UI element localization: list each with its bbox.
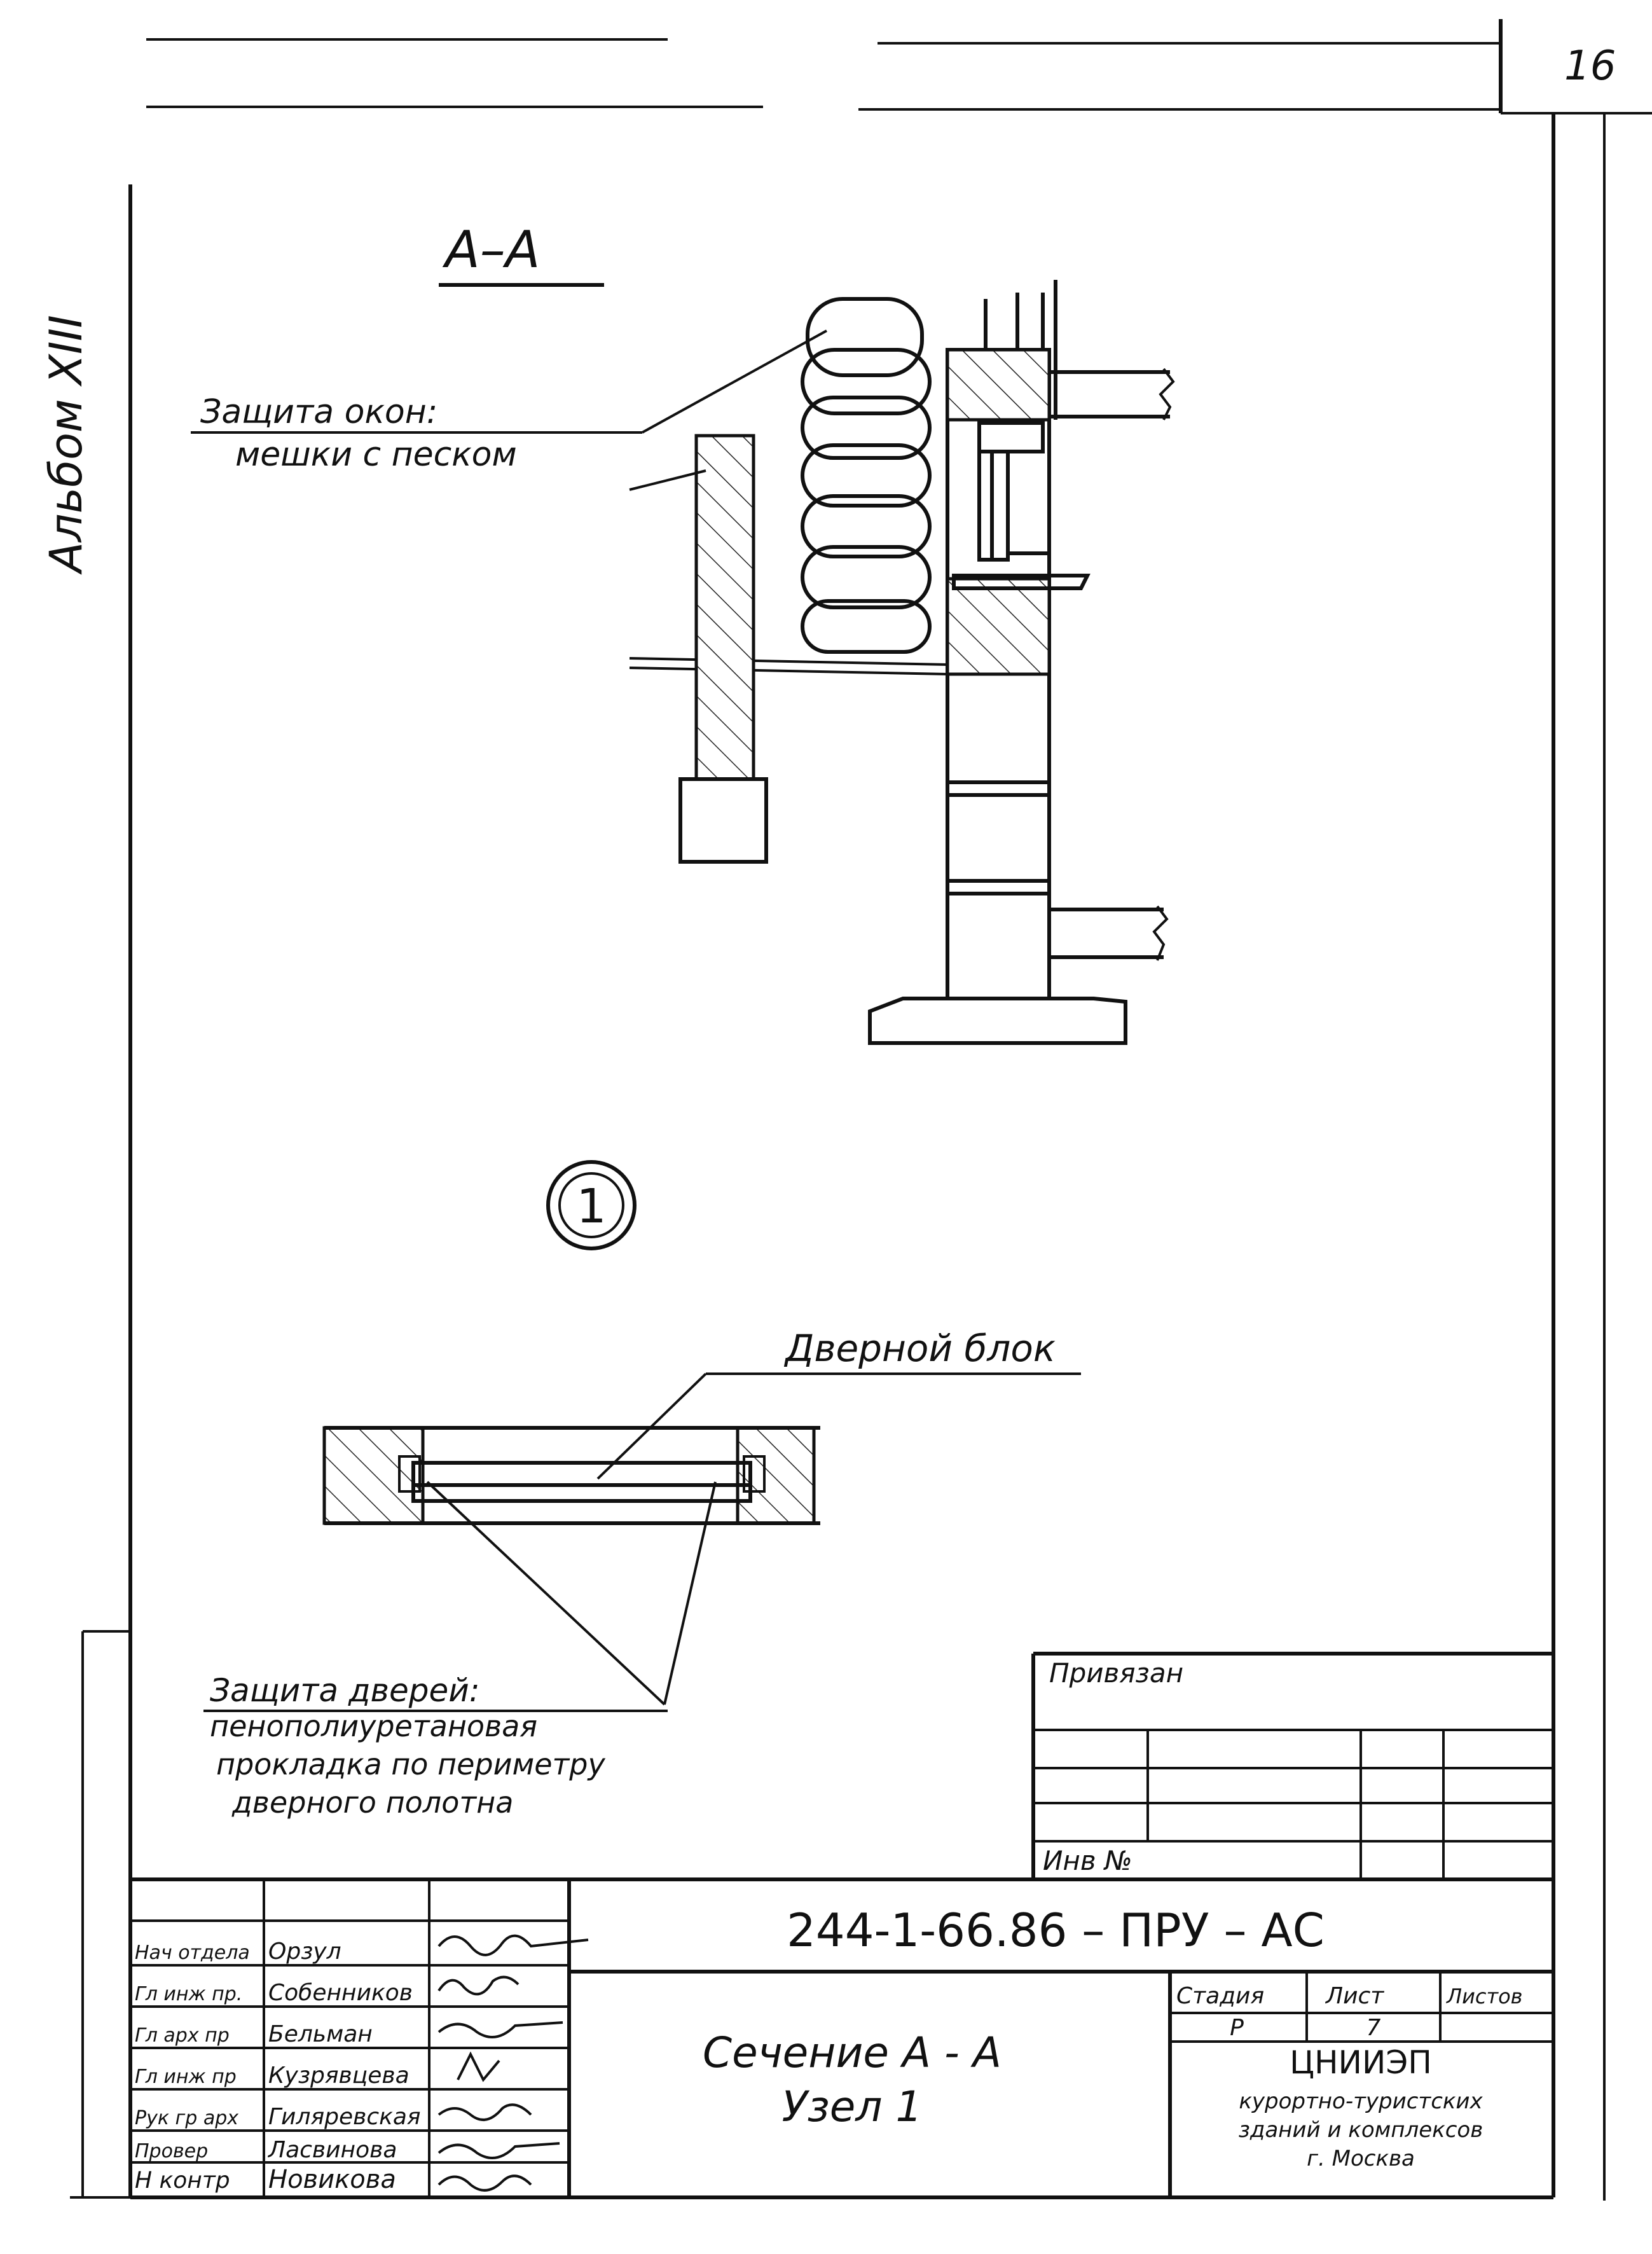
door-note-line2: пенополиуретановая [210, 1709, 537, 1743]
window-note-line2: мешки с песком [235, 436, 517, 474]
door-note-line1: Защита дверей: [210, 1672, 480, 1709]
sheet-frame [70, 113, 1606, 2201]
node-number: 1 [576, 1179, 606, 1234]
role-4: Гл инж пр [135, 2066, 237, 2088]
sheet-value: 7 [1366, 2015, 1381, 2041]
name-3: Бельман [268, 2021, 373, 2047]
role-7: Н контр [135, 2168, 230, 2194]
sheets-header: Листов [1446, 1984, 1523, 2009]
stage-value: Р [1230, 2015, 1244, 2041]
binding-label: Привязан [1049, 1657, 1183, 1689]
sheet-header: Лист [1325, 1983, 1384, 2009]
node-marker: 1 [546, 1160, 637, 1250]
name-2: Собенников [268, 1980, 413, 2006]
page-number: 16 [1564, 43, 1616, 90]
document-code: 244-1-66.86 – ПРУ – АС [787, 1904, 1325, 1957]
name-4: Кузрявцева [268, 2063, 410, 2089]
section-title: А–А [442, 220, 540, 279]
sandbags [801, 297, 932, 654]
stage-header: Стадия [1176, 1983, 1264, 2009]
node-1-drawing: Дверной блок [322, 1327, 1081, 1706]
album-label: Альбом XIII [40, 315, 92, 575]
organization-name: ЦНИИЭП [1290, 2044, 1432, 2081]
organization-desc-1: курортно-туристских [1239, 2089, 1483, 2114]
signatures [437, 1934, 589, 2192]
role-2: Гл инж пр. [135, 1983, 242, 2005]
name-1: Орзул [268, 1939, 341, 1965]
role-6: Провер [135, 2140, 208, 2162]
sheet-title-line2: Узел 1 [781, 2082, 922, 2131]
name-7: Новикова [268, 2165, 396, 2194]
door-note-line3: прокладка по периметру [216, 1747, 606, 1781]
window-note-line1: Защита окон: [200, 393, 437, 431]
inventory-number-label: Инв № [1043, 1845, 1132, 1876]
role-1: Нач отдела [135, 1942, 250, 1964]
organization-desc-2: зданий и комплексов [1239, 2117, 1483, 2143]
top-margin-lines [146, 38, 1501, 111]
title-block: Привязан Инв № Нач отдела Орзул Гл инж п… [130, 1652, 1553, 2197]
name-5: Гиляревская [268, 2104, 421, 2130]
organization-desc-3: г. Москва [1307, 2146, 1415, 2171]
role-3: Гл арх пр [135, 2024, 230, 2047]
signature-grid: Нач отдела Орзул Гл инж пр. Собенников Г… [130, 1879, 589, 2197]
door-note-line4: дверного полотна [231, 1785, 513, 1820]
sheet-title-line1: Сечение А - А [703, 2028, 1002, 2077]
name-6: Ласвинова [267, 2137, 397, 2163]
section-a-a-drawing [572, 280, 1175, 1045]
door-block-label: Дверной блок [783, 1327, 1056, 1370]
page-number-box: 16 [1499, 19, 1652, 114]
role-5: Рук гр арх [135, 2107, 238, 2129]
window-protection-note: Защита окон: мешки с песком [191, 393, 572, 474]
binding-table: Привязан Инв № [1031, 1652, 1553, 1879]
door-protection-note: Защита дверей: пенополиуретановая прокла… [203, 1672, 668, 1820]
